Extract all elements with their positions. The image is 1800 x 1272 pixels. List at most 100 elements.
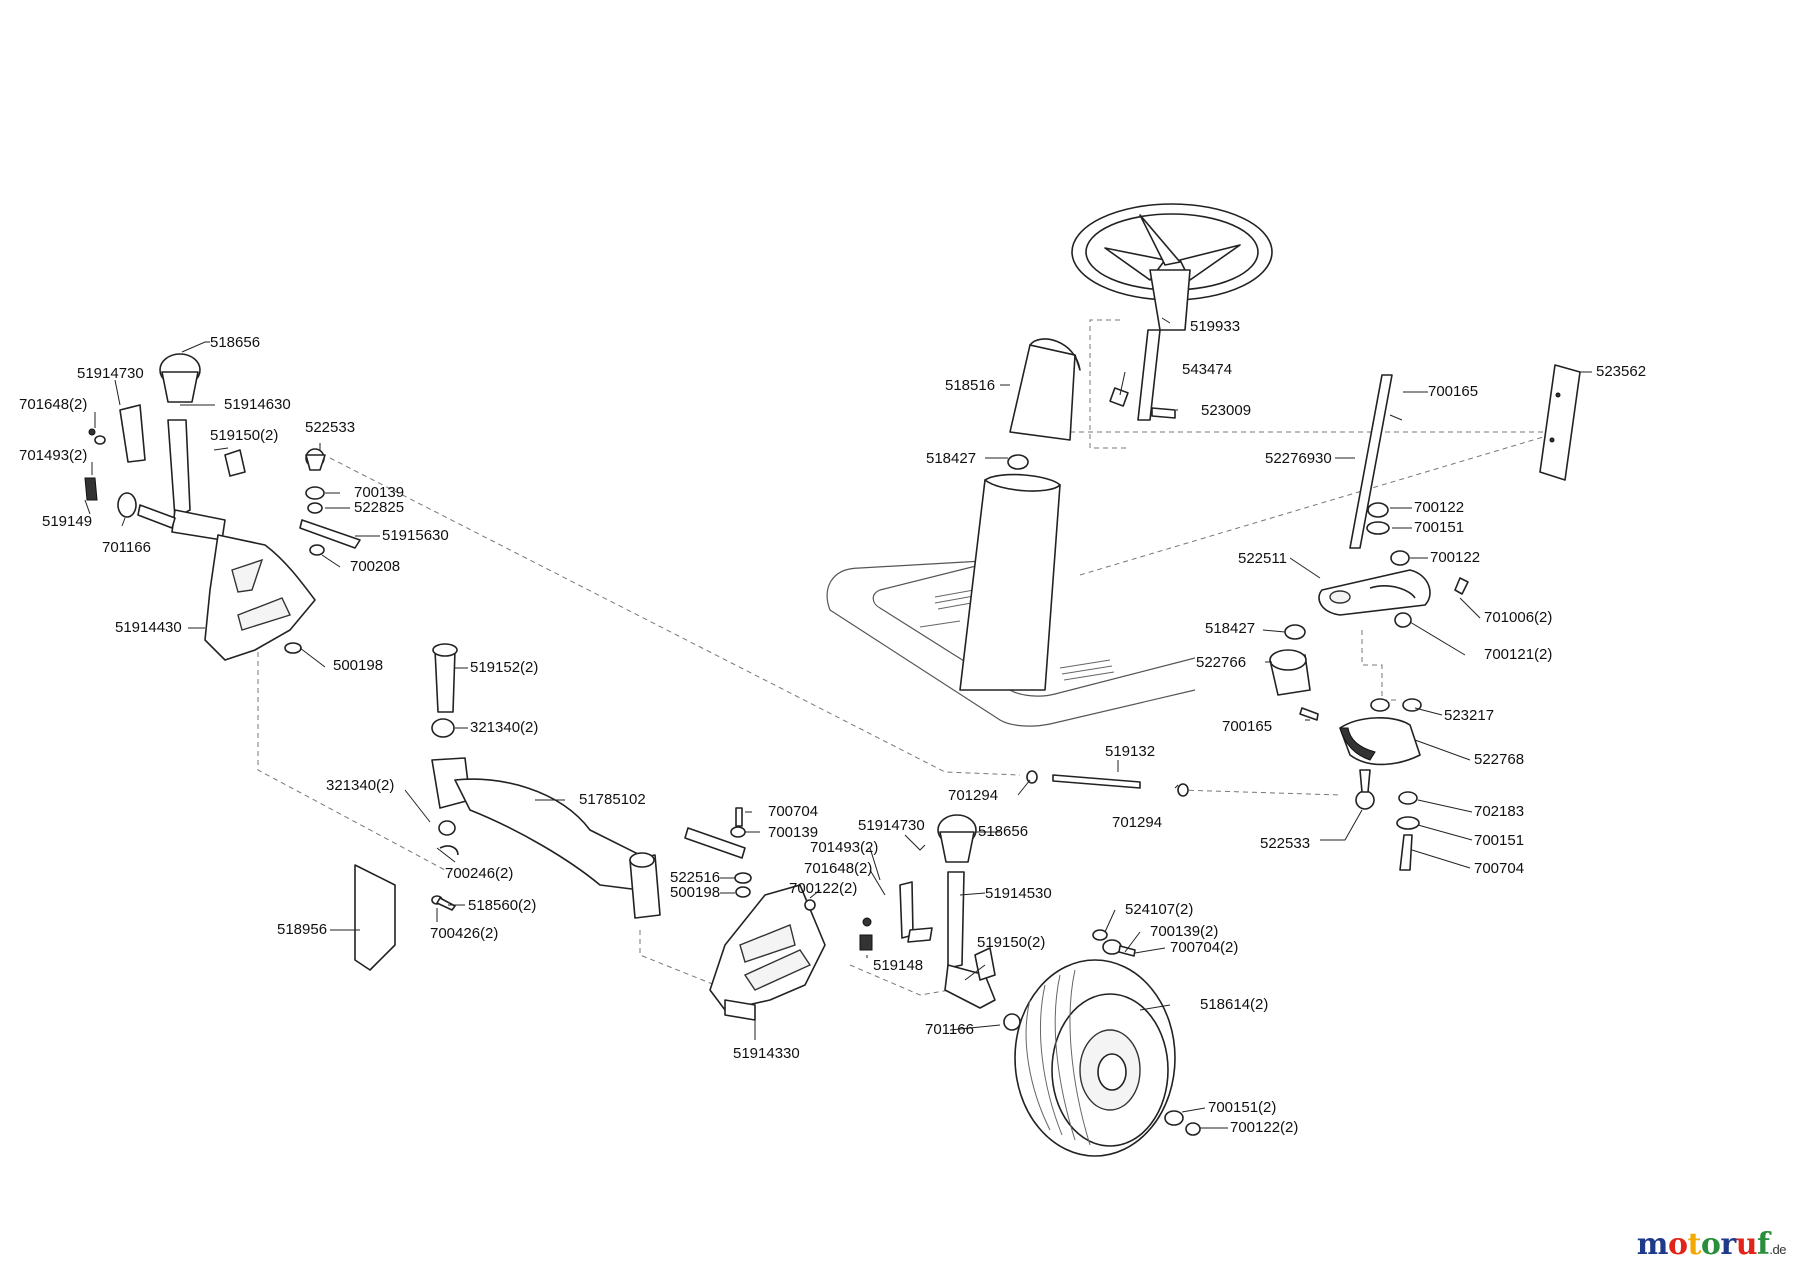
part-label: 522768	[1474, 751, 1524, 768]
lever-left-51914630	[84, 353, 246, 541]
part-label: 500198	[670, 884, 720, 901]
small-parts-left	[284, 486, 361, 654]
part-label: 700208	[350, 558, 400, 575]
washers-right	[1284, 502, 1469, 871]
part-label: 321340(2)	[470, 719, 538, 736]
part-label: 51914330	[733, 1045, 800, 1062]
small-parts-centre	[684, 807, 933, 951]
part-label: 701294	[948, 787, 998, 804]
watermark-letter: t	[1687, 1227, 1702, 1262]
steering-wheel	[1071, 203, 1273, 421]
part-label: 700426(2)	[430, 925, 498, 942]
part-label: 518427	[926, 450, 976, 467]
steering-column-housing	[959, 473, 1061, 691]
ball-joint-522533-left	[305, 448, 326, 471]
lever-plate-51914430	[204, 534, 316, 661]
part-label: 518427	[1205, 620, 1255, 637]
part-label: 321340(2)	[326, 777, 394, 794]
part-label: 700122	[1414, 499, 1464, 516]
sector-gear-522768	[1339, 717, 1421, 766]
part-label: 701648(2)	[19, 396, 87, 413]
part-label: 543474	[1182, 361, 1232, 378]
pinion-gear-522766	[1269, 649, 1311, 696]
part-label: 700704	[1474, 860, 1524, 877]
part-label: 522533	[1260, 835, 1310, 852]
part-label: 519149	[42, 513, 92, 530]
lever-centre-51914530	[937, 814, 1021, 1031]
watermark-letter: f	[1757, 1227, 1770, 1262]
watermark-letter: r	[1720, 1227, 1736, 1262]
part-label: 523009	[1201, 402, 1251, 419]
part-label: 700151	[1414, 519, 1464, 536]
part-label: 51785102	[579, 791, 646, 808]
small-parts-wheel	[1092, 929, 1201, 1136]
part-label: 701648(2)	[804, 860, 872, 877]
watermark-letter: m	[1636, 1227, 1669, 1262]
axle-cover-518956	[354, 864, 396, 971]
part-label: 51914730	[77, 365, 144, 382]
part-label: 519132	[1105, 743, 1155, 760]
watermark-letter: o	[1700, 1227, 1721, 1262]
part-label: 51915630	[382, 527, 449, 544]
part-label: 51914530	[985, 885, 1052, 902]
assembly-guide-lines	[257, 319, 1561, 996]
column-cover-518516	[1009, 338, 1081, 441]
part-label: 701294	[1112, 814, 1162, 831]
part-label: 700122(2)	[1230, 1119, 1298, 1136]
part-label: 500198	[333, 657, 383, 674]
part-label: 702183	[1474, 803, 1524, 820]
part-label: 518656	[210, 334, 260, 351]
part-label: 519152(2)	[470, 659, 538, 676]
part-label: 701493(2)	[810, 839, 878, 856]
part-number-labels: 518656 51914730 51914630 701648(2) 519150(2)…	[19, 318, 1646, 1136]
part-label: 700122	[1430, 549, 1480, 566]
part-label: 700151(2)	[1208, 1099, 1276, 1116]
part-label: 700122(2)	[789, 880, 857, 897]
part-label: 518560(2)	[468, 897, 536, 914]
part-label: 519148	[873, 957, 923, 974]
part-label: 524107(2)	[1125, 901, 1193, 918]
steering-shaft-52276930	[1349, 374, 1403, 549]
part-label: 700704(2)	[1170, 939, 1238, 956]
part-label: 701006(2)	[1484, 609, 1552, 626]
part-label: 518956	[277, 921, 327, 938]
part-label: 518516	[945, 377, 995, 394]
watermark-letter: o	[1668, 1227, 1688, 1262]
steering-plate-522511	[1318, 569, 1431, 616]
part-label: 522766	[1196, 654, 1246, 671]
part-label: 700151	[1474, 832, 1524, 849]
part-label: 523217	[1444, 707, 1494, 724]
part-label: 701166	[925, 1021, 974, 1038]
part-label: 700121(2)	[1484, 646, 1552, 663]
part-label: 700165	[1428, 383, 1478, 400]
part-label: 700139	[354, 484, 404, 501]
part-label: 522825	[354, 499, 404, 516]
part-label: 700246(2)	[445, 865, 513, 882]
part-label: 700165	[1222, 718, 1272, 735]
part-label: 51914630	[224, 396, 291, 413]
leader-lines	[84, 317, 1592, 1129]
part-label: 522533	[305, 419, 355, 436]
front-wheel-518614	[1014, 959, 1176, 1157]
part-label: 700704	[768, 803, 818, 820]
part-label: 51914730	[858, 817, 925, 834]
small-parts-column	[1007, 387, 1176, 470]
ball-joint-522533-right	[1355, 769, 1375, 810]
small-parts-axle	[431, 895, 456, 911]
watermark-letter: u	[1735, 1227, 1758, 1262]
part-label: 51914430	[115, 619, 182, 636]
kingpin-519152	[431, 643, 458, 738]
lever-plate-51914330	[709, 884, 826, 1021]
part-label: 522511	[1238, 550, 1287, 567]
part-label: 701166	[102, 539, 151, 556]
part-label: 519150(2)	[977, 934, 1045, 951]
tie-rod-519132	[1026, 770, 1189, 797]
watermark-tld: .de	[1769, 1242, 1786, 1257]
part-label: 701493(2)	[19, 447, 87, 464]
watermark-logo: motoruf.de	[1636, 1227, 1787, 1262]
part-label: 518614(2)	[1200, 996, 1268, 1013]
front-axle-51785102	[431, 757, 661, 919]
part-label: 523562	[1596, 363, 1646, 380]
part-label: 700139(2)	[1150, 923, 1218, 940]
